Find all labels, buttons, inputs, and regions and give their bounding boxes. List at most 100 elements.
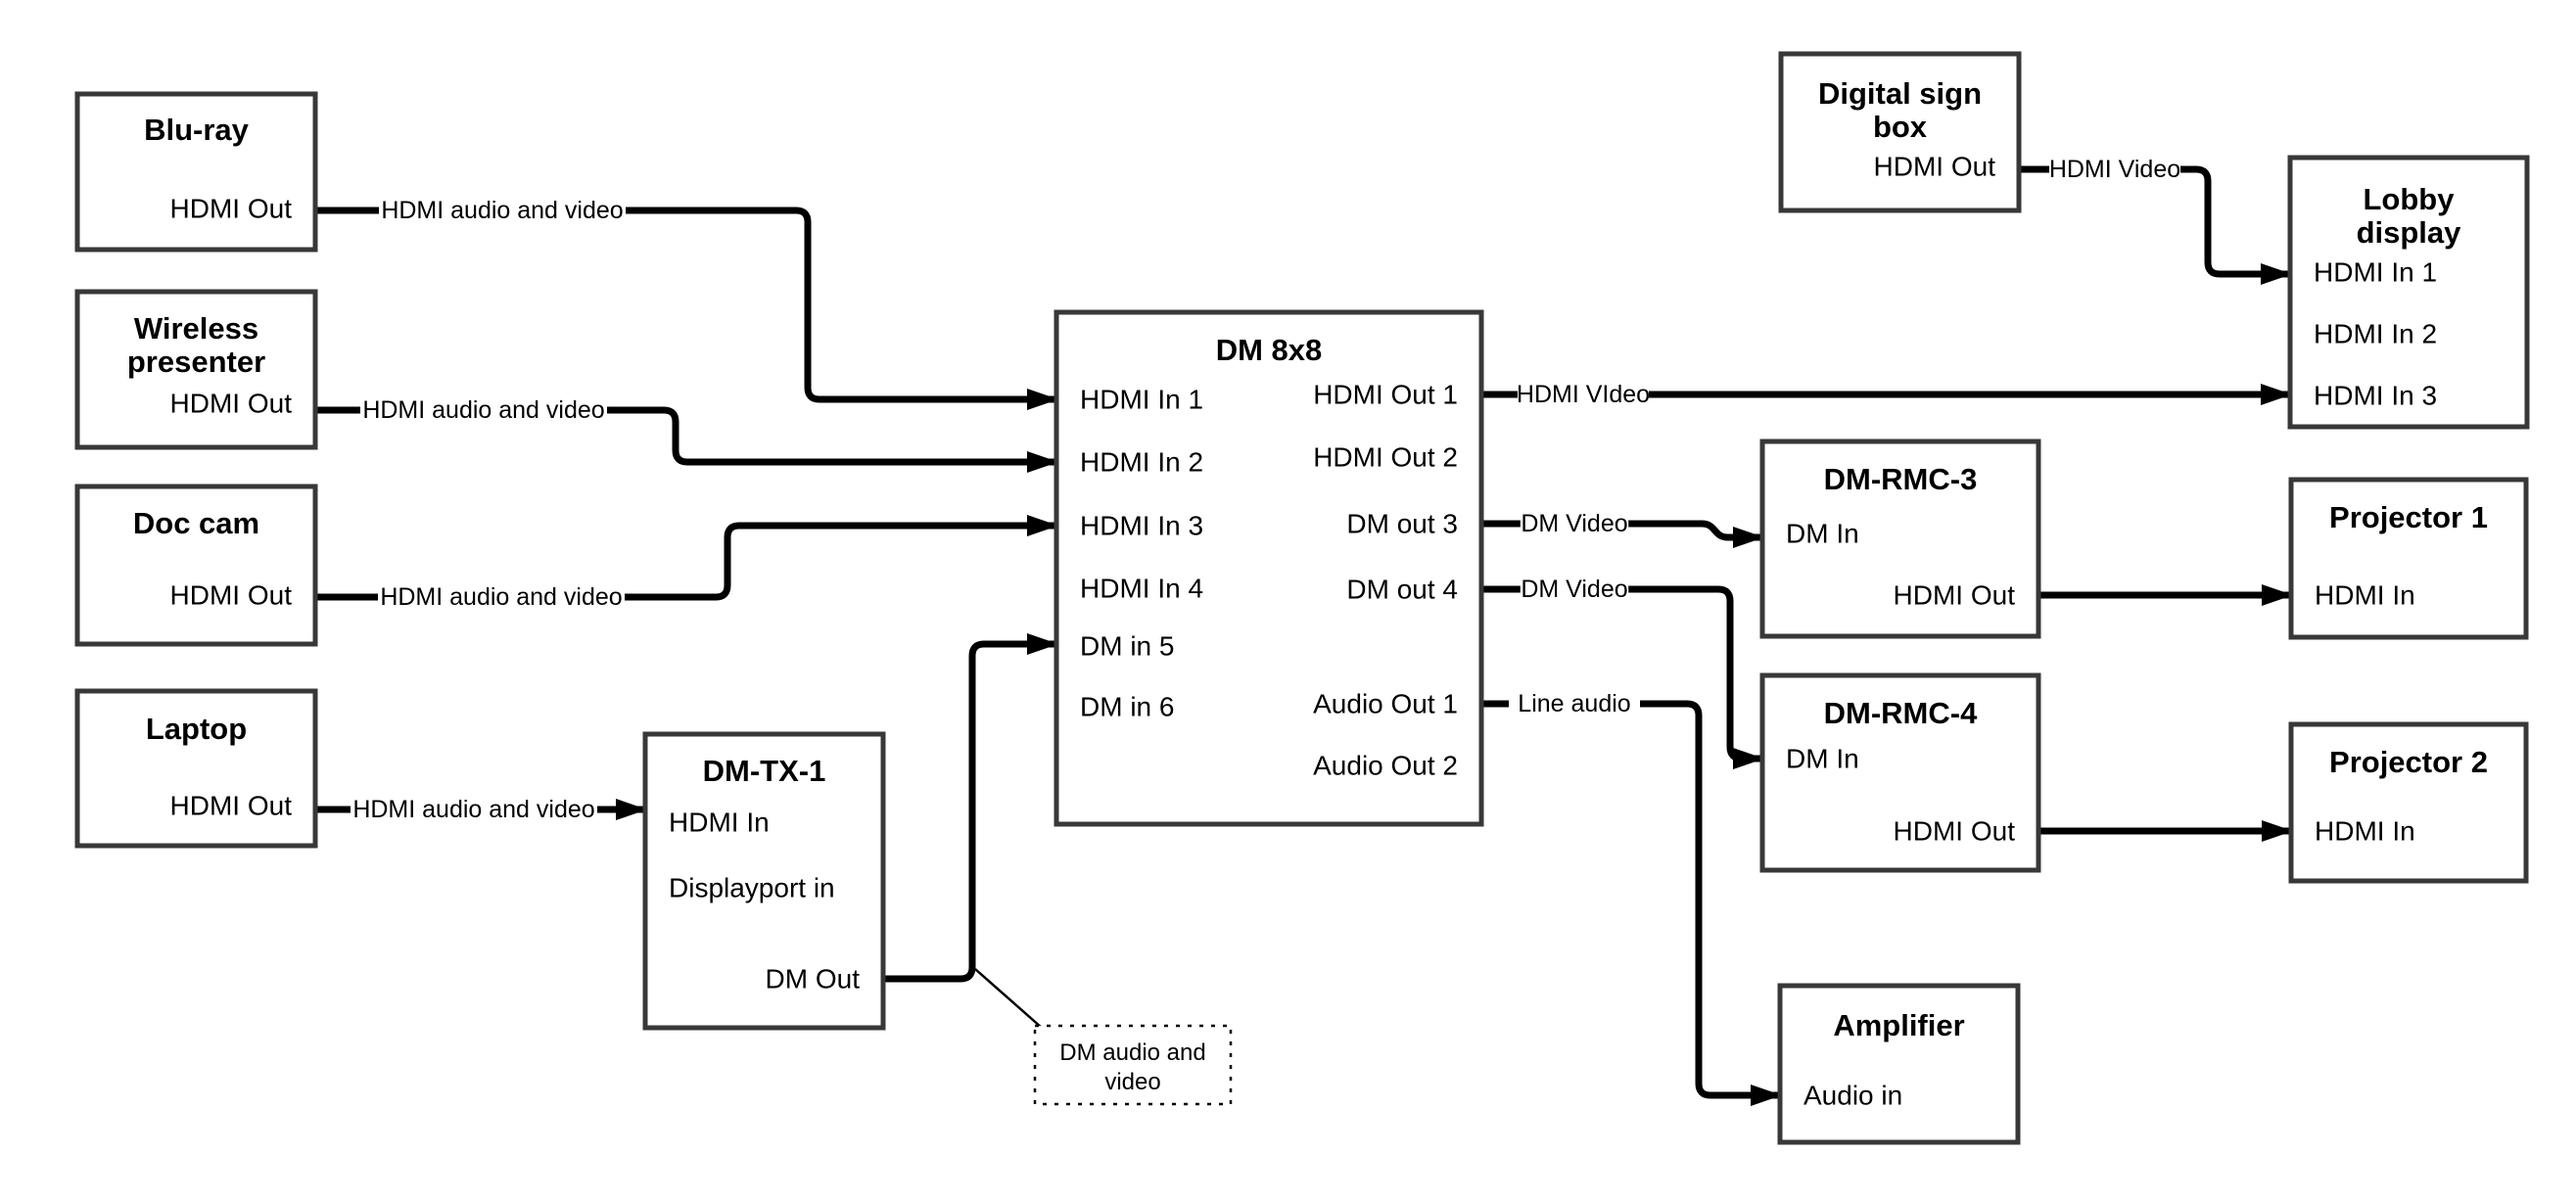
connector-line xyxy=(315,207,1058,410)
edge-label-background xyxy=(1518,379,1649,410)
port-label: HDMI In 3 xyxy=(1080,511,1203,541)
connector-line xyxy=(315,406,1058,473)
node-title: presenter xyxy=(127,345,265,379)
edge-label: HDMI VIdeo xyxy=(1517,381,1650,408)
edge-dm8x8-hdmi-out-1-to-lobby-hdmi-in-3: HDMI VIdeo xyxy=(1481,379,2292,410)
node-title: DM-RMC-4 xyxy=(1824,696,1978,730)
edge-label: HDMI audio and video xyxy=(381,197,623,224)
port-label: Audio Out 1 xyxy=(1313,689,1458,719)
port-label: HDMI Out xyxy=(170,580,293,611)
port-label: DM In xyxy=(1786,744,1859,774)
port-label: HDMI Out xyxy=(170,791,293,821)
port-label: HDMI Out xyxy=(1874,152,1996,182)
port-label: DM out 4 xyxy=(1346,575,1458,605)
node-title: Blu-ray xyxy=(144,113,250,147)
node-title: DM-TX-1 xyxy=(703,754,826,788)
node-box-amplifier xyxy=(1777,983,2021,1145)
node-title: box xyxy=(1873,110,1928,144)
port-label: HDMI In xyxy=(669,808,770,838)
node-box-projector-1 xyxy=(2288,477,2529,640)
edge-dmtx1-dmout-to-dm8x8-dm-in-5 xyxy=(883,633,1058,983)
port-label: HDMI In 2 xyxy=(1080,447,1203,478)
edge-label-background xyxy=(379,195,626,226)
node-box-blu-ray xyxy=(74,91,318,253)
edge-label-background xyxy=(360,394,607,426)
connector-line xyxy=(1481,585,1764,769)
node-box-dm-rmc-3 xyxy=(1759,439,2041,639)
node-title: Doc cam xyxy=(133,506,259,540)
port-label: HDMI In 3 xyxy=(2314,381,2437,411)
edge-label: Line audio xyxy=(1518,690,1630,717)
node-box-wireless-presenter xyxy=(74,289,318,450)
annotation-text: DM audio and xyxy=(1059,1039,1205,1066)
port-label: HDMI In 1 xyxy=(1080,385,1203,415)
node-title: Laptop xyxy=(146,712,247,746)
connector-line xyxy=(2019,165,2292,285)
edge-dm8x8-dm-out-3-to-dmrmc3-dm-in: DM Video xyxy=(1481,508,1764,548)
edge-dm8x8-audio-out-1-to-amplifier: Line audio xyxy=(1481,688,1782,1106)
connector-line xyxy=(1481,520,1764,548)
port-label: HDMI Out xyxy=(170,389,293,419)
port-label: HDMI In xyxy=(2315,580,2415,611)
node-title: Amplifier xyxy=(1833,1008,1964,1042)
edge-label: HDMI audio and video xyxy=(362,396,604,424)
node-box-lobby-display xyxy=(2287,155,2530,430)
node-box-dm-tx-1 xyxy=(642,731,886,1031)
edge-label-background xyxy=(1520,574,1629,605)
annotation-leader-line xyxy=(974,968,1043,1029)
edge-label-background xyxy=(2049,154,2180,185)
port-label: HDMI Out xyxy=(1894,816,2016,847)
edge-laptop-to-dmtx1-hdmi-in: HDMI audio and video xyxy=(315,794,647,825)
edge-signbox-to-lobby-hdmi-in-1: HDMI Video xyxy=(2019,154,2292,285)
edge-label-background xyxy=(1509,688,1640,719)
node-box-doc-cam xyxy=(74,484,318,647)
port-label: DM In xyxy=(1786,519,1859,549)
edge-doccam-to-dm8x8-hdmi-in-3: HDMI audio and video xyxy=(315,515,1058,613)
annotation-text: video xyxy=(1104,1069,1160,1095)
node-title: DM 8x8 xyxy=(1216,333,1323,367)
edge-label: HDMI Video xyxy=(2049,156,2180,183)
port-label: DM in 6 xyxy=(1080,692,1174,722)
port-label: HDMI In 1 xyxy=(2314,257,2437,288)
edge-label: HDMI audio and video xyxy=(352,796,594,823)
edge-label: DM Video xyxy=(1521,576,1627,603)
port-label: Displayport in xyxy=(669,873,835,903)
edge-label-background xyxy=(378,581,625,613)
node-box-dm-rmc-4 xyxy=(1759,672,2041,873)
port-label: HDMI Out xyxy=(170,194,293,224)
node-dm-rmc-4: DM-RMC-4 DM In HDMI Out xyxy=(1759,672,2041,873)
edge-label-background xyxy=(351,794,597,825)
port-label: HDMI Out xyxy=(1894,580,2016,611)
node-title: Wireless xyxy=(134,311,258,346)
node-title: Projector 2 xyxy=(2329,745,2488,779)
port-label: Audio Out 2 xyxy=(1313,751,1458,781)
node-box-projector-2 xyxy=(2288,721,2529,884)
port-label: DM in 5 xyxy=(1080,631,1174,662)
port-label: HDMI In 2 xyxy=(2314,319,2437,349)
port-label: HDMI In 4 xyxy=(1080,574,1203,604)
port-label: HDMI Out 1 xyxy=(1313,380,1458,410)
edge-label: HDMI audio and video xyxy=(380,583,622,611)
node-title: Digital sign xyxy=(1818,76,1982,111)
connector-line xyxy=(315,515,1058,601)
connector-line xyxy=(883,633,1058,983)
node-box-laptop xyxy=(74,688,318,849)
node-dm-rmc-3: DM-RMC-3 DM In HDMI Out xyxy=(1759,439,2041,639)
node-title: DM-RMC-3 xyxy=(1824,462,1978,496)
edge-label: DM Video xyxy=(1521,510,1627,537)
edge-label-background xyxy=(1520,508,1629,539)
edge-dm8x8-dm-out-4-to-dmrmc4-dm-in: DM Video xyxy=(1481,574,1764,769)
node-box-digital-sign-box xyxy=(1778,51,2022,213)
